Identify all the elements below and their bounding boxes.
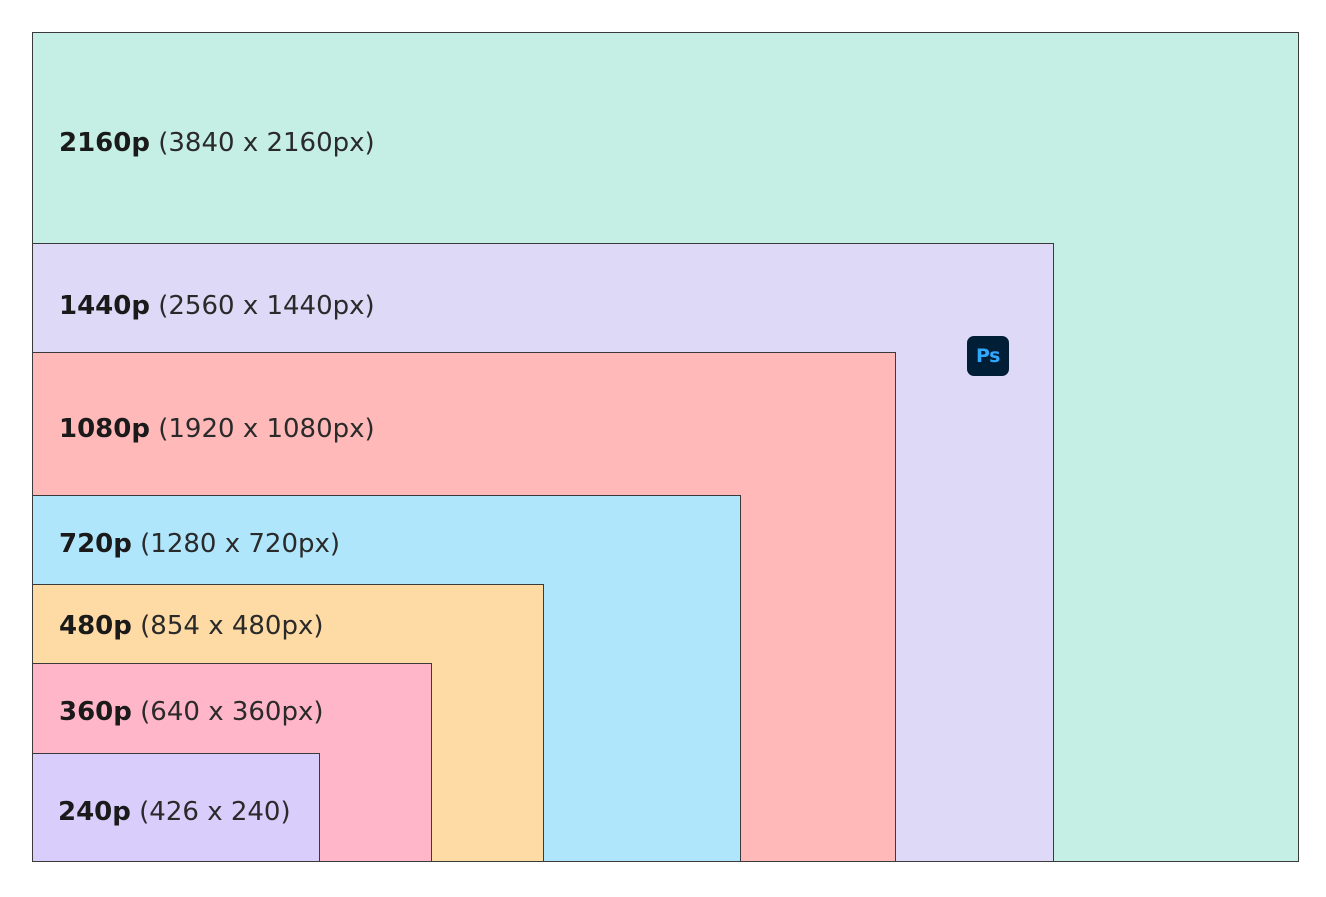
resolution-name: 2160p (59, 128, 150, 158)
resolution-name: 480p (59, 611, 132, 641)
resolution-label-1440p: 1440p (2560 x 1440px) (59, 293, 375, 319)
resolution-label-1080p: 1080p (1920 x 1080px) (59, 416, 375, 442)
resolution-label-240p: 240p (426 x 240) (58, 799, 291, 825)
resolution-box-240p: 240p (426 x 240) (32, 753, 320, 862)
resolution-name: 720p (59, 529, 132, 559)
resolution-dimensions: (1920 x 1080px) (158, 414, 375, 444)
resolution-label-480p: 480p (854 x 480px) (59, 613, 324, 639)
photoshop-icon: Ps (967, 336, 1009, 376)
resolution-name: 360p (59, 697, 132, 727)
resolution-label-720p: 720p (1280 x 720px) (59, 531, 340, 557)
resolution-dimensions: (1280 x 720px) (140, 529, 341, 559)
resolution-dimensions: (2560 x 1440px) (158, 291, 375, 321)
resolution-name: 240p (58, 797, 131, 827)
resolution-dimensions: (426 x 240) (139, 797, 291, 827)
resolution-dimensions: (3840 x 2160px) (158, 128, 375, 158)
resolution-name: 1440p (59, 291, 150, 321)
resolution-name: 1080p (59, 414, 150, 444)
resolution-label-2160p: 2160p (3840 x 2160px) (59, 130, 375, 156)
resolution-dimensions: (640 x 360px) (140, 697, 324, 727)
resolution-dimensions: (854 x 480px) (140, 611, 324, 641)
resolution-label-360p: 360p (640 x 360px) (59, 699, 324, 725)
